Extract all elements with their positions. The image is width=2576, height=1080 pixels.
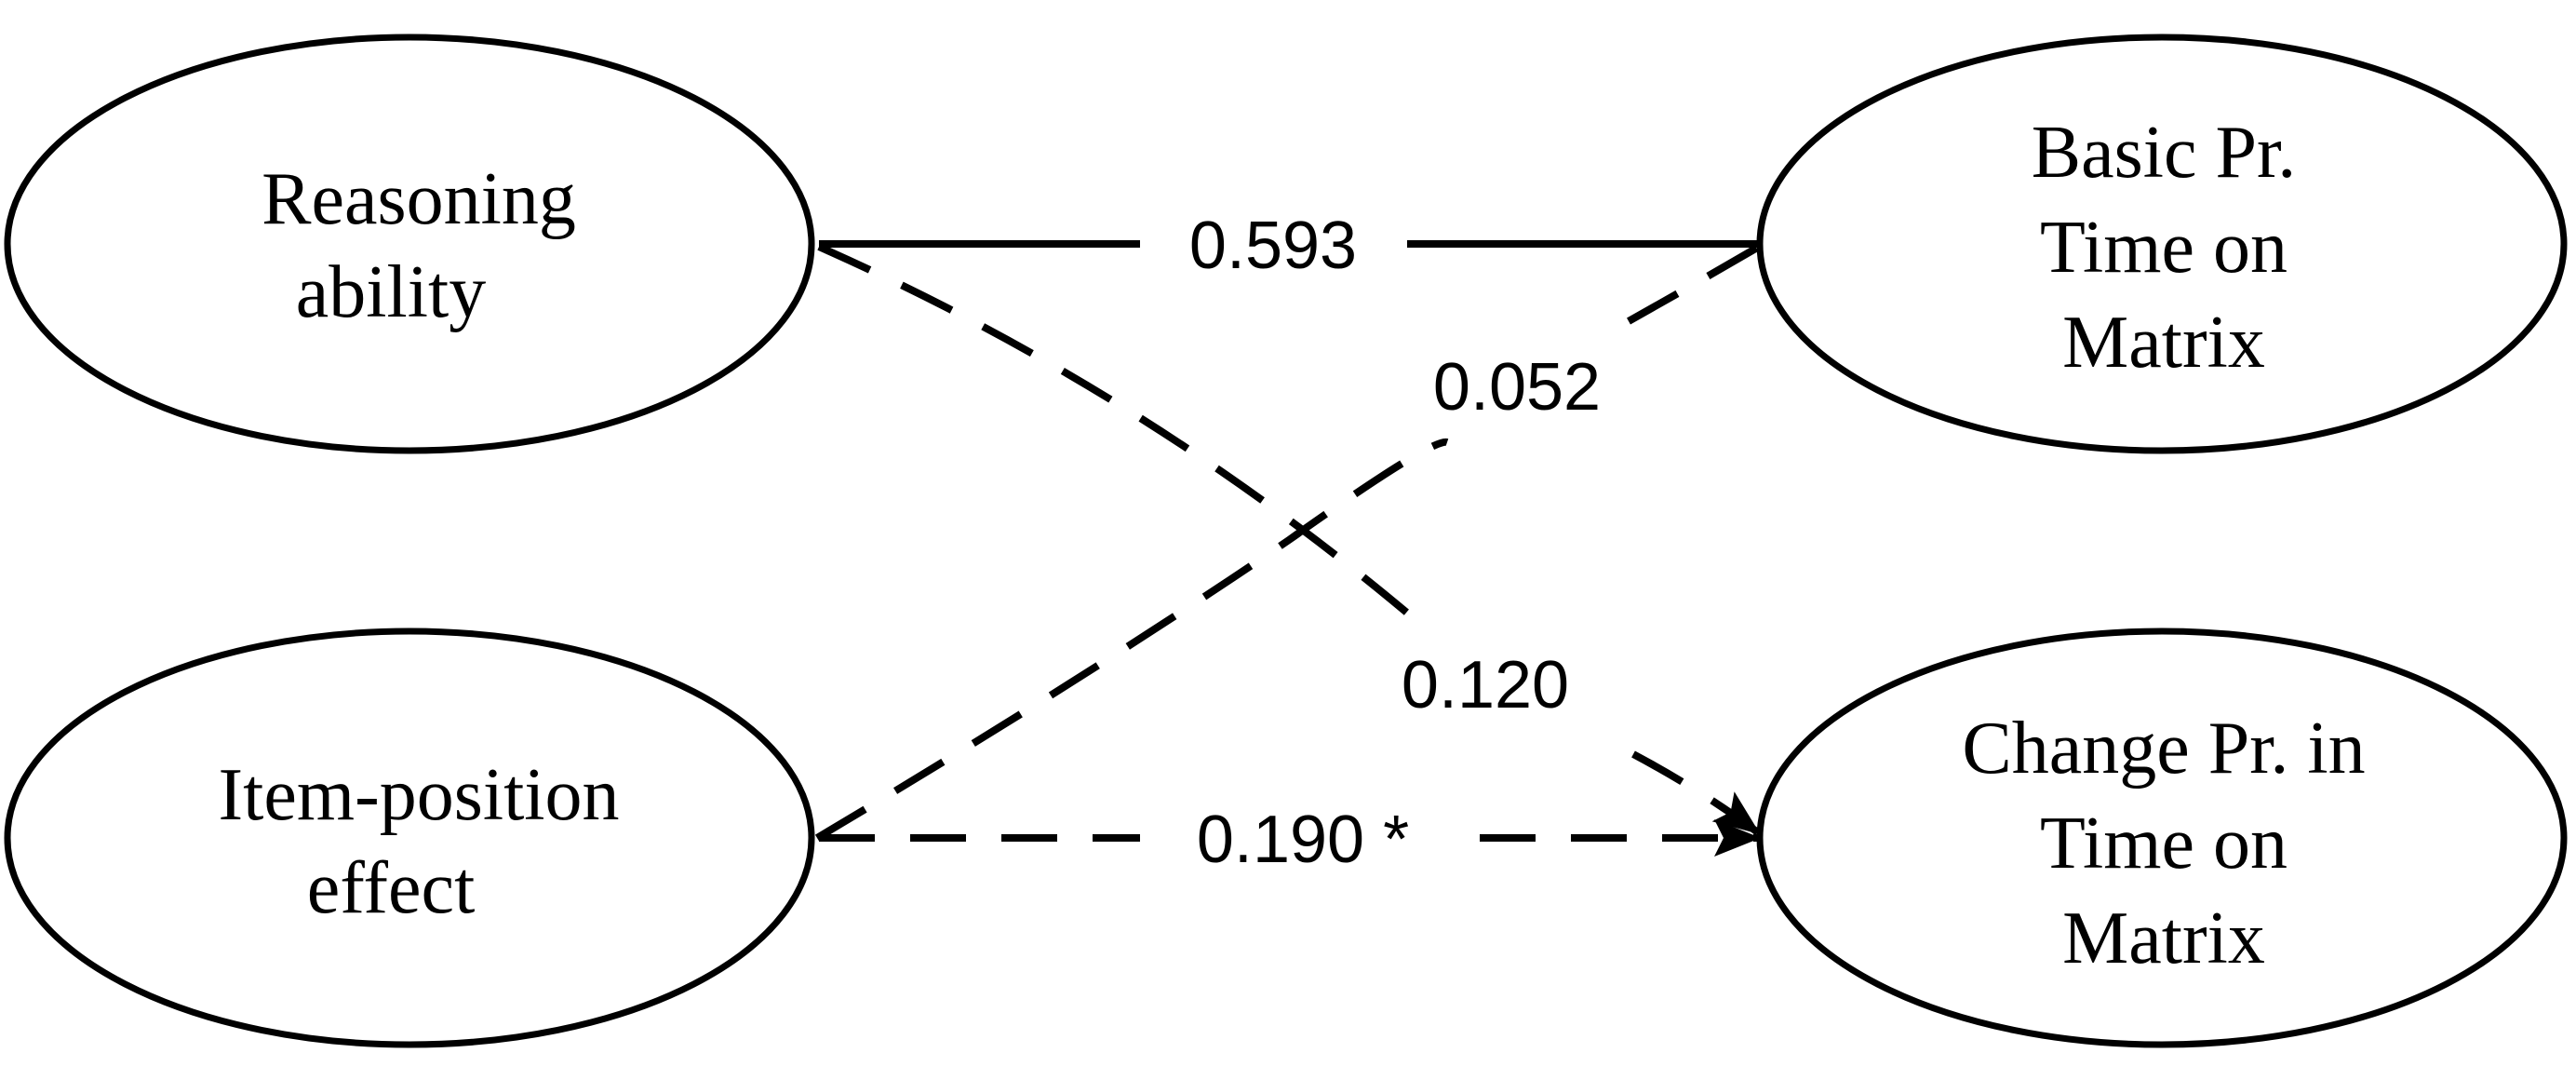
edge-label-reasoning-to-change: 0.120 [1402, 648, 1569, 722]
edge-item-to-basic-seg1 [814, 438, 1449, 842]
node-basic-pr-line-3: Matrix [2062, 302, 2265, 384]
edge-label-item-to-change: 0.190 * [1197, 803, 1409, 877]
node-change-pr-time-on-matrix-shape [1756, 628, 2568, 1048]
node-basic-pr-line-1: Basic Pr. [2032, 112, 2296, 194]
node-item-position-effect-line-1: Item-position [218, 754, 619, 836]
node-item-position-effect-line-2: effect [307, 847, 476, 929]
node-item-position-effect-shape [4, 628, 815, 1048]
node-reasoning-ability-shape [4, 34, 815, 454]
edge-label-item-to-basic: 0.052 [1433, 350, 1601, 425]
edge-item-to-basic-seg2 [1627, 240, 1766, 325]
node-basic-pr-time-on-matrix-shape [1756, 34, 2568, 454]
node-change-pr-line-2: Time on [2040, 803, 2288, 884]
node-reasoning-ability: Reasoning ability [4, 34, 815, 454]
node-reasoning-ability-line-2: ability [296, 251, 486, 333]
node-change-pr-line-1: Change Pr. in [1962, 708, 2365, 790]
node-item-position-effect: Item-position effect [4, 628, 815, 1048]
edge-reasoning-to-change-seg2 [1631, 750, 1762, 837]
node-change-pr-time-on-matrix: Change Pr. in Time on Matrix [1756, 628, 2568, 1048]
edge-label-reasoning-to-basic: 0.593 [1189, 209, 1357, 283]
node-reasoning-ability-line-1: Reasoning [262, 158, 576, 240]
node-basic-pr-line-2: Time on [2040, 207, 2288, 289]
edge-reasoning-to-change-seg1 [817, 243, 1417, 623]
node-basic-pr-time-on-matrix: Basic Pr. Time on Matrix [1756, 34, 2568, 454]
edge-item-to-basic [814, 240, 1766, 842]
node-change-pr-line-3: Matrix [2062, 898, 2265, 979]
